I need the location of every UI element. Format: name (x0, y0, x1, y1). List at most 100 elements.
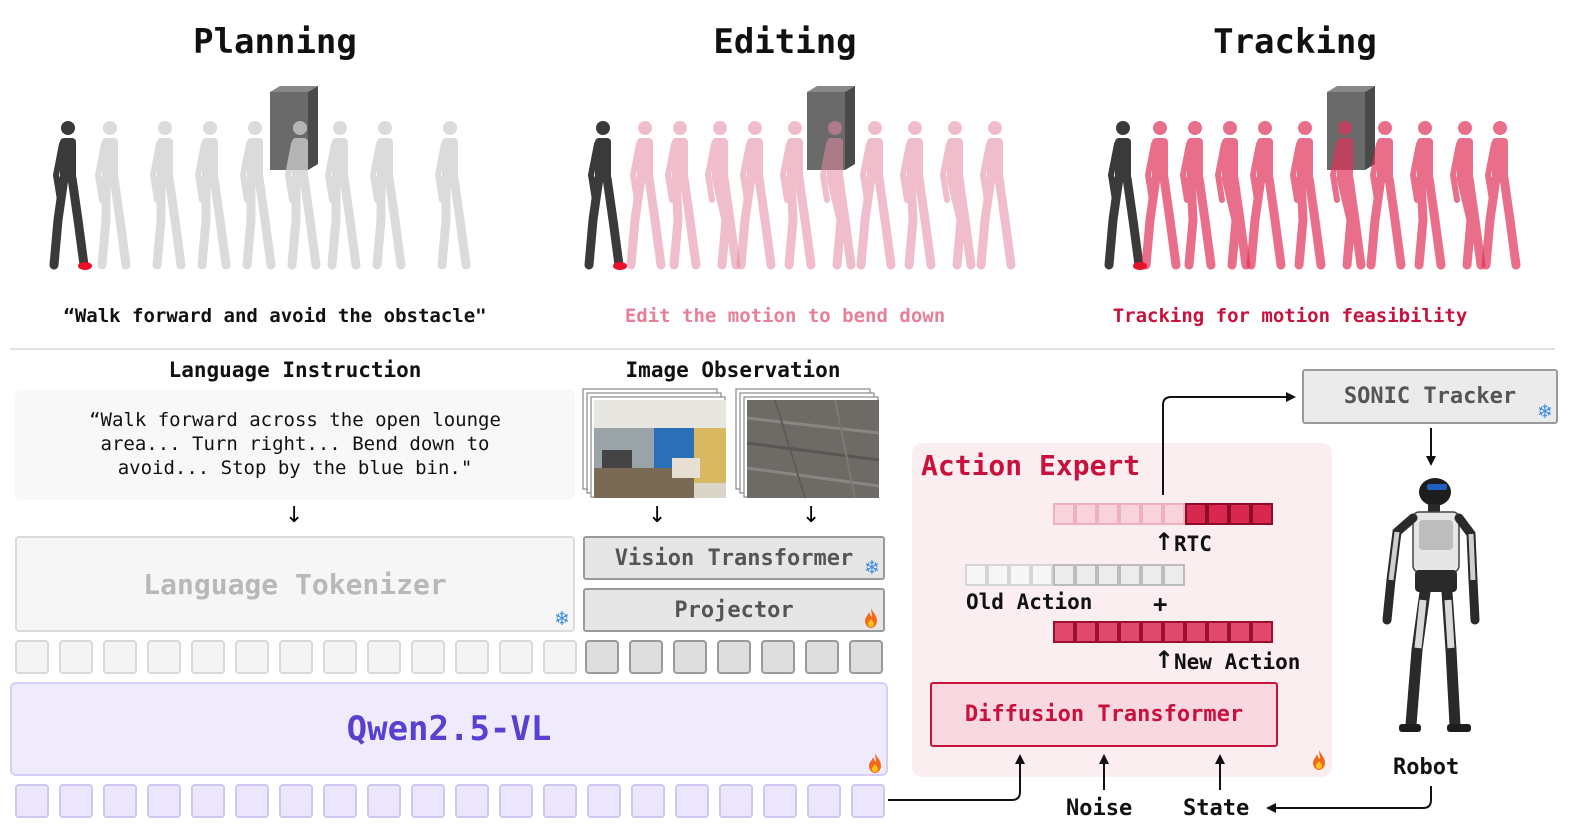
robot-figure-part (584, 173, 604, 270)
vision-token (805, 640, 839, 674)
action-expert-title: Action Expert (921, 449, 1141, 482)
projector: Projector (583, 588, 885, 632)
planning-motion-image (49, 86, 471, 270)
rtc-action-cell (1053, 503, 1075, 525)
robot-figure-part (748, 121, 762, 135)
robot-figure-part (1264, 173, 1286, 270)
robot-figure-part (626, 173, 646, 270)
rtc-action-cell (1207, 503, 1229, 525)
old-action-cell (965, 564, 987, 586)
robot-figure-part (1153, 121, 1167, 135)
robot-figure-part (1414, 173, 1428, 270)
walking-robot-figure (1104, 121, 1144, 270)
walking-robot-figure (779, 121, 816, 270)
robot-image (1382, 478, 1480, 732)
snowflake-icon: ❄ (554, 608, 570, 630)
walking-robot-figure (939, 121, 976, 270)
rtc-action-cell (1185, 503, 1207, 525)
walking-robot-figure (434, 121, 471, 270)
robot-figure-part (378, 121, 392, 135)
robot-figure-part (868, 121, 882, 135)
state-label: State (1183, 796, 1250, 821)
robot-figure-part (437, 173, 451, 270)
robot-figure-part (1184, 173, 1198, 270)
rtc-action-cell (1141, 503, 1163, 525)
walking-robot-figure (1141, 121, 1181, 270)
backbone-output-token (191, 784, 225, 818)
snowflake-icon: ❄ (1537, 401, 1553, 423)
flame-icon (865, 608, 877, 628)
walking-robot-figure (1246, 121, 1286, 270)
robot-figure-part (834, 173, 856, 270)
walking-robot-figure (369, 121, 406, 270)
robot-figure-part (874, 173, 896, 270)
backbone-output-token (499, 784, 533, 818)
robot-figure-part (194, 141, 207, 203)
robot-figure-part (713, 121, 727, 135)
robot-figure-part (443, 121, 457, 135)
language-token (543, 640, 577, 674)
robot-figure-part (203, 121, 217, 135)
robot-figure-part (1384, 173, 1406, 270)
walking-robot-figure (284, 121, 321, 270)
robot-figure-part (1369, 141, 1382, 203)
new-action-cell (1119, 621, 1141, 643)
vision-transformer-label: Vision Transformer (614, 545, 854, 571)
robot-figure-part (67, 173, 89, 270)
floor-image-stack (735, 388, 880, 499)
walking-robot-figure (584, 121, 624, 270)
backbone-output-token (587, 784, 621, 818)
flame-icon (869, 753, 881, 773)
walking-robot-figure (1409, 121, 1446, 270)
robot-figure-part (859, 141, 872, 203)
walking-robot-figure (149, 121, 186, 270)
old-action-label: Old Action (966, 590, 1093, 614)
walking-robot-figure (704, 121, 741, 270)
rtc-action-cell (1251, 503, 1273, 525)
editing-motion-image (584, 86, 1016, 270)
qwen-backbone-label: Qwen2.5-VL (346, 709, 552, 749)
qwen-backbone: Qwen2.5-VL (10, 682, 888, 776)
robot-figure-part (248, 121, 262, 135)
robot-figure-part (449, 173, 471, 270)
language-instruction-header: Language Instruction (168, 358, 422, 382)
walking-robot-figure (899, 121, 936, 270)
robot-figure-part (1194, 173, 1216, 270)
robot-figure-part (109, 173, 131, 270)
language-tokenizer: Language Tokenizer (15, 536, 575, 632)
language-token (15, 640, 49, 674)
backbone-output-token (367, 784, 401, 818)
language-token (147, 640, 181, 674)
vision-transformer: Vision Transformer (583, 536, 885, 580)
robot-figure-part (1481, 173, 1501, 270)
robot-figure-part (856, 173, 876, 270)
walking-robot-figure (736, 121, 776, 270)
arrow-up-icon: ↑ (1154, 646, 1175, 674)
old-action-cell (1141, 564, 1163, 586)
instruction-text-box (15, 390, 575, 500)
backbone-output-token (455, 784, 489, 818)
robot-figure-part (596, 121, 610, 135)
robot-figure-part (97, 173, 111, 270)
robot-figure-part (149, 141, 162, 203)
robot-figure-part (1294, 173, 1308, 270)
instruction-line: area... Turn right... Bend down to (100, 433, 490, 455)
plus-sign: + (1153, 590, 1168, 618)
robot-figure-part (1223, 121, 1237, 135)
robot-figure-part (587, 141, 600, 203)
robot-figure-part (1104, 173, 1124, 270)
old-action-cell (987, 564, 1009, 586)
robot-figure-part (52, 141, 65, 203)
robot-figure-part (904, 173, 918, 270)
language-token (499, 640, 533, 674)
new-action-cell (1163, 621, 1185, 643)
robot-figure-part (239, 141, 252, 203)
walking-robot-figure (856, 121, 896, 270)
new-action-cell (1207, 621, 1229, 643)
robot-figure-part (988, 121, 1002, 135)
office-image-stack (582, 388, 726, 498)
robot-figure-part (1458, 121, 1472, 135)
rtc-action-cell (1097, 503, 1119, 525)
robot-figure-part (49, 173, 69, 270)
